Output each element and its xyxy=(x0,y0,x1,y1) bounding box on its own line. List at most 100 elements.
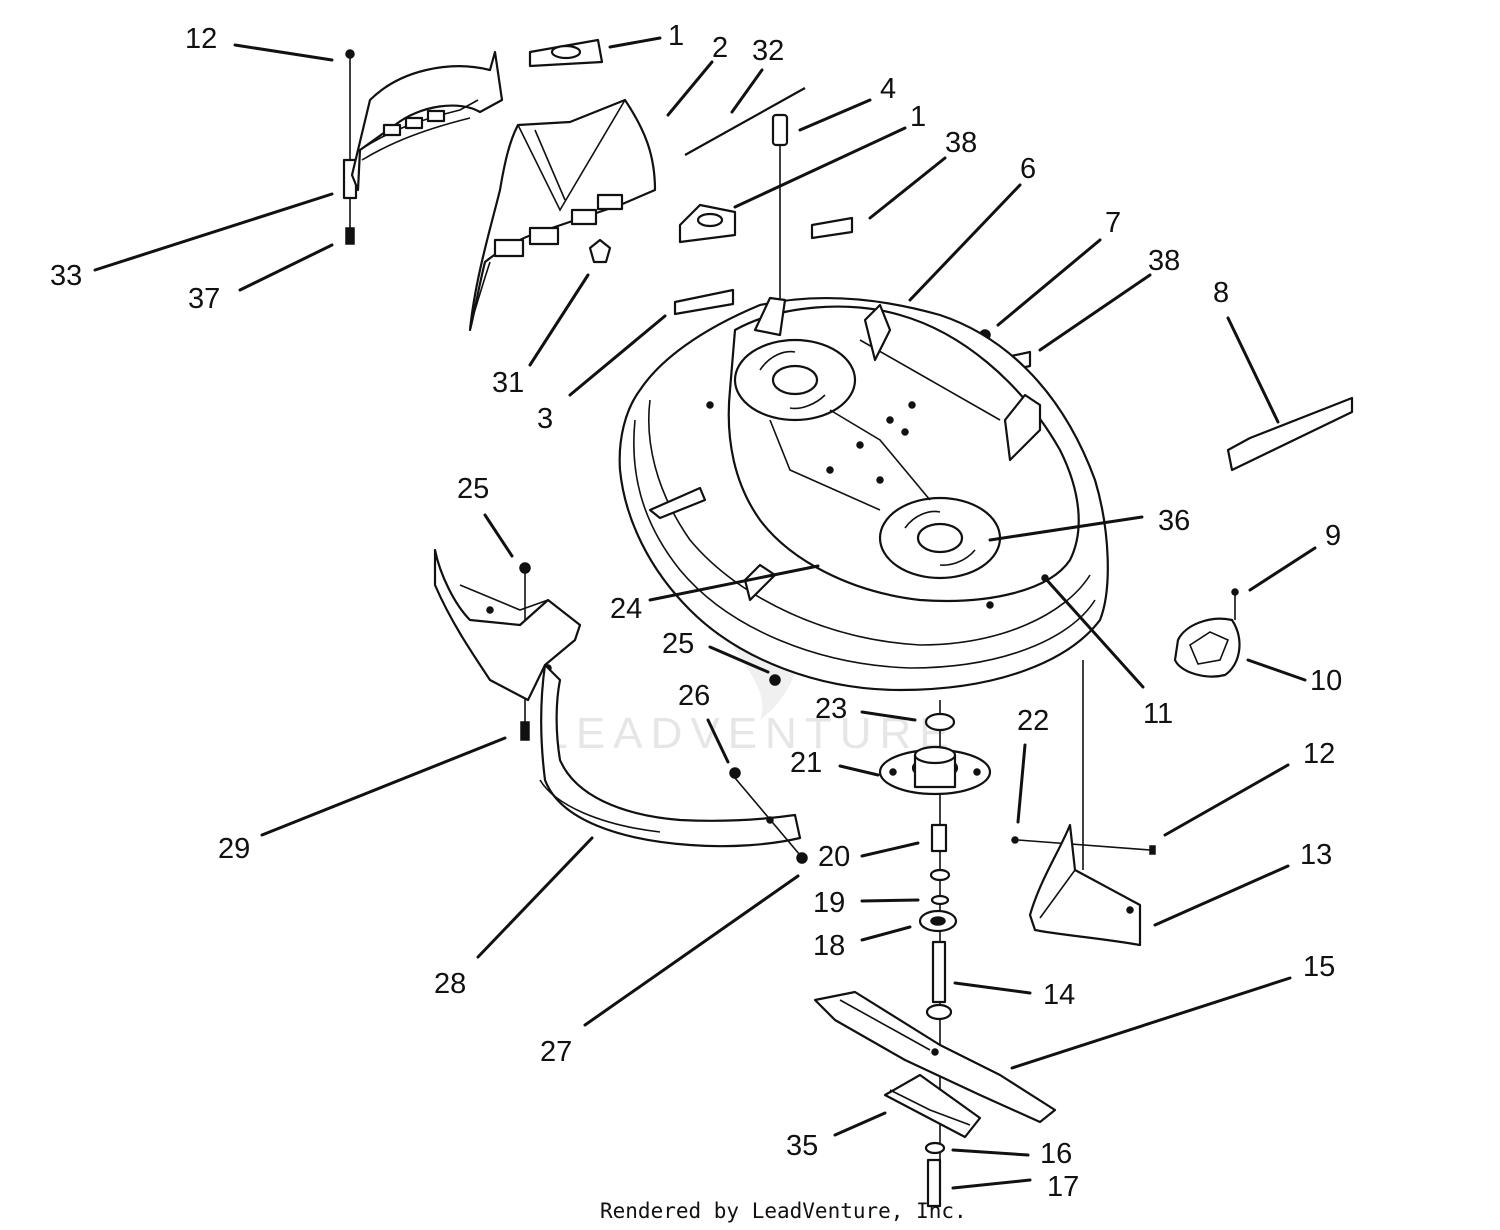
callout-3: 3 xyxy=(537,403,553,435)
leader-1a xyxy=(608,36,662,49)
callout-33: 33 xyxy=(50,260,82,292)
callout-18: 18 xyxy=(813,930,845,962)
callout-25: 25 xyxy=(662,628,694,660)
leader-3 xyxy=(568,314,667,397)
leader-16 xyxy=(951,1148,1030,1157)
part-1-pad-middle xyxy=(678,203,737,244)
leader-lines xyxy=(93,36,1317,1190)
callout-4: 4 xyxy=(880,73,896,105)
leader-17 xyxy=(951,1178,1032,1190)
part-25-nut-b xyxy=(769,674,781,686)
leader-14 xyxy=(953,981,1032,995)
leader-28 xyxy=(476,836,594,959)
leader-18 xyxy=(860,925,912,942)
part-32-rod xyxy=(684,87,806,156)
part-19-washer xyxy=(929,868,951,882)
callout-22: 22 xyxy=(1017,705,1049,737)
part-3-decal xyxy=(673,288,735,316)
callout-labels: 12 1 2 32 4 1 38 6 7 38 8 33 37 31 3 36 … xyxy=(50,20,1342,1203)
callout-13: 13 xyxy=(1300,839,1332,871)
part-26-bolt xyxy=(729,767,808,864)
callout-23: 23 xyxy=(815,693,847,725)
callout-27: 27 xyxy=(540,1036,572,1068)
callout-14: 14 xyxy=(1043,979,1075,1011)
leader-1b xyxy=(733,126,907,209)
callout-9: 9 xyxy=(1325,520,1341,552)
callout-20: 20 xyxy=(818,841,850,873)
callout-1: 1 xyxy=(910,101,926,133)
part-14-shaft xyxy=(931,940,947,1004)
callout-25: 25 xyxy=(457,473,489,505)
callout-1: 1 xyxy=(668,20,684,52)
callout-11: 11 xyxy=(1143,698,1173,730)
leader-31 xyxy=(528,273,590,367)
leader-15 xyxy=(1010,976,1292,1070)
callout-21: 21 xyxy=(790,747,822,779)
leader-19 xyxy=(860,898,920,903)
leader-35 xyxy=(833,1111,887,1137)
leader-23 xyxy=(860,710,917,722)
callout-26: 26 xyxy=(678,680,710,712)
callout-24: 24 xyxy=(610,593,642,625)
leader-6 xyxy=(908,183,1022,302)
leader-21 xyxy=(838,764,880,777)
leader-26 xyxy=(706,718,730,764)
leader-38b xyxy=(1038,273,1152,352)
leader-25b xyxy=(708,645,770,674)
credit-text: Rendered by LeadVenture, Inc. xyxy=(600,1199,967,1223)
callout-38: 38 xyxy=(945,127,977,159)
callout-6: 6 xyxy=(1020,153,1036,185)
leader-33 xyxy=(93,192,334,272)
callout-2: 2 xyxy=(712,32,728,64)
callout-29: 29 xyxy=(218,833,250,865)
part-2-belt-cover xyxy=(468,98,657,332)
part-12-bolt-top xyxy=(345,49,355,160)
leader-4 xyxy=(798,98,872,132)
leader-2 xyxy=(666,60,714,117)
leader-24 xyxy=(648,564,820,602)
callout-7: 7 xyxy=(1105,207,1121,239)
callout-17: 17 xyxy=(1047,1171,1079,1203)
part-35-adapter xyxy=(883,1073,982,1139)
part-23-bearing xyxy=(924,712,956,732)
part-8-plate xyxy=(1226,396,1354,472)
leader-29 xyxy=(260,736,507,837)
callout-15: 15 xyxy=(1303,951,1335,983)
leader-12a xyxy=(233,43,334,62)
leader-36 xyxy=(988,515,1144,542)
part-9-screw xyxy=(1231,588,1239,620)
part-10-cap xyxy=(1173,617,1241,678)
callout-12: 12 xyxy=(185,23,217,55)
leader-12b xyxy=(1163,763,1290,837)
part-13-chute xyxy=(1028,823,1142,947)
part-31-clip xyxy=(588,238,612,264)
leader-7 xyxy=(996,238,1102,327)
part-12-nut-b xyxy=(1149,845,1156,855)
part-16-washer xyxy=(924,1141,946,1155)
callout-10: 10 xyxy=(1310,665,1342,697)
part-1-pad-top xyxy=(528,38,604,68)
leader-22 xyxy=(1016,743,1027,824)
leader-11 xyxy=(1043,576,1145,689)
callout-19: 19 xyxy=(813,887,845,919)
callout-12: 12 xyxy=(1303,738,1335,770)
part-6-deck-housing xyxy=(618,296,1109,692)
part-20-spacer xyxy=(930,823,948,853)
callout-16: 16 xyxy=(1040,1138,1072,1170)
callout-35: 35 xyxy=(786,1130,818,1162)
leader-37 xyxy=(238,243,334,292)
leader-20 xyxy=(860,841,920,858)
part-22-screw xyxy=(1011,836,1151,851)
part-38-decal-a xyxy=(810,216,854,240)
leader-8 xyxy=(1226,316,1280,424)
leader-9 xyxy=(1248,546,1317,592)
callout-37: 37 xyxy=(188,283,220,315)
leader-27 xyxy=(583,874,800,1027)
part-15-blade xyxy=(813,990,1057,1124)
spindle-assembly xyxy=(878,700,992,1208)
callout-36: 36 xyxy=(1158,505,1190,537)
leader-10 xyxy=(1246,658,1307,682)
callout-28: 28 xyxy=(434,968,466,1000)
leader-38a xyxy=(868,156,947,220)
leader-25a xyxy=(483,513,514,558)
